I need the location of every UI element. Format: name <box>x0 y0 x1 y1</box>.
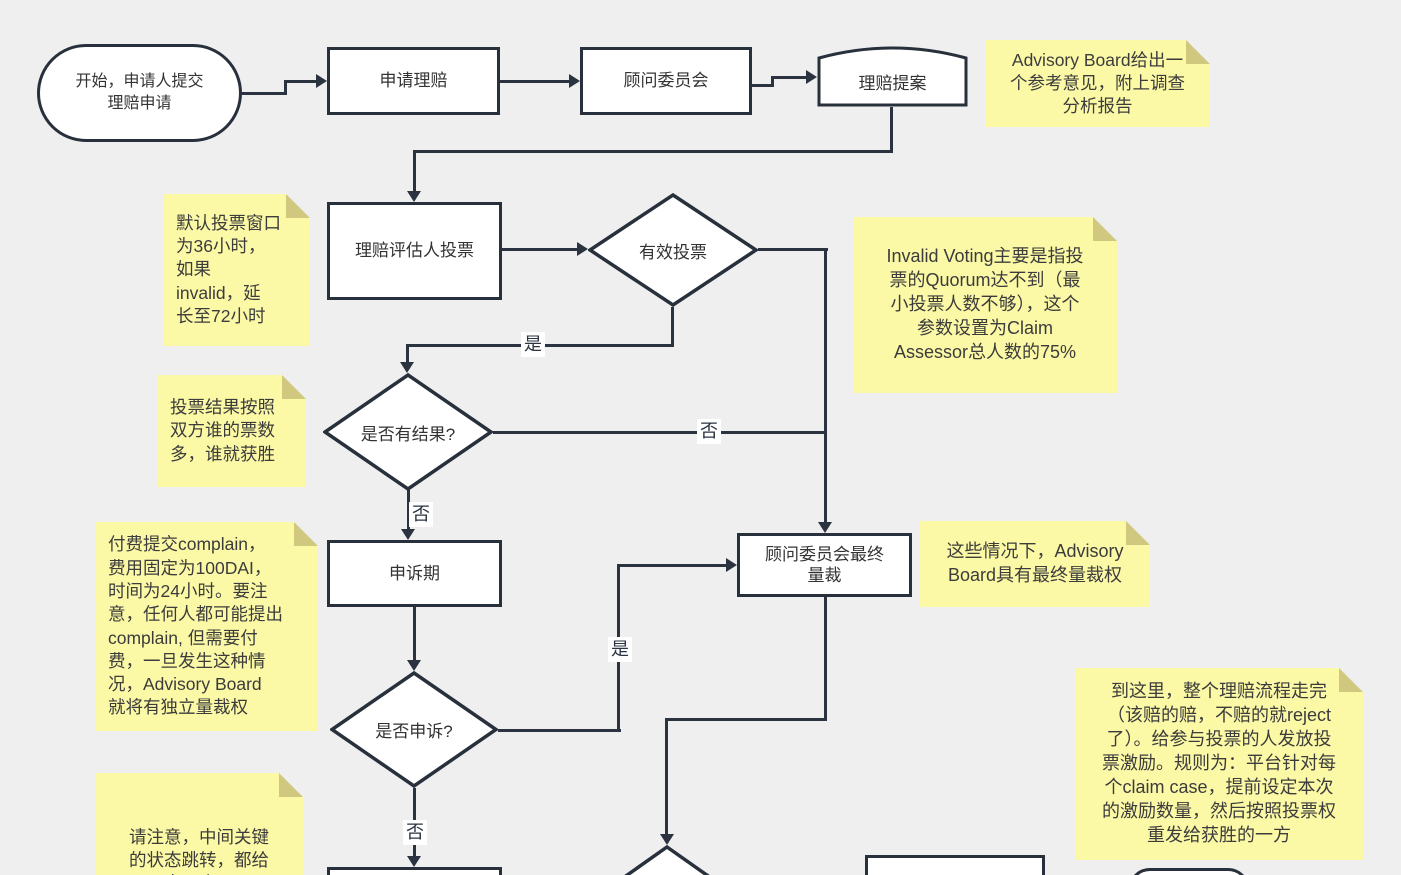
note-text: 到这里，整个理赔流程走完 （该赔的赔，不赔的就reject 了）。给参与投票的人… <box>1102 681 1336 845</box>
sticky-note-state-transition: 请注意，中间关键 的状态跳转，都给 出一个… <box>95 773 303 875</box>
connector-segment <box>771 76 774 87</box>
arrowhead-right <box>806 70 817 84</box>
arrowhead-down <box>818 522 832 533</box>
connector-segment <box>406 344 409 365</box>
note-text: 投票结果按照 双方谁的票数 多，谁就获胜 <box>170 397 275 464</box>
connector-segment <box>617 564 728 567</box>
arrowhead-down <box>400 362 414 373</box>
edge-label-yes: 是 <box>608 637 632 662</box>
arrowhead-down <box>407 660 421 671</box>
connector-segment <box>824 597 827 721</box>
arrowhead-down <box>401 529 415 540</box>
diamond-shape <box>588 193 758 307</box>
appeal-decision: 是否申诉? <box>330 671 498 788</box>
connector-segment <box>824 248 827 525</box>
connector-segment <box>890 107 893 153</box>
sticky-note-advisory-opinion: Advisory Board给出一 个参考意见，附上调查 分析报告 <box>985 40 1210 127</box>
note-text: 默认投票窗口 为36小时， 如果 invalid，延 长至72小时 <box>176 212 281 326</box>
connector-segment <box>284 80 317 83</box>
arrowhead-down <box>407 191 421 202</box>
arrowhead-right <box>577 242 588 256</box>
valid-vote-label: 有效投票 <box>639 242 707 262</box>
claim-proposal-label: 理赔提案 <box>858 73 927 93</box>
arrowhead-right <box>569 74 580 88</box>
connector-segment <box>413 607 416 663</box>
edge-label-no: 否 <box>697 419 721 444</box>
edge-label-yes: 是 <box>521 332 545 357</box>
connector-segment <box>498 729 621 732</box>
advisory-board-node: 顾问委员会 <box>580 47 752 115</box>
assessor-vote-node: 理赔评估人投票 <box>327 202 502 300</box>
claim-proposal-node: 理赔提案 <box>817 43 968 107</box>
connector-segment <box>752 84 774 87</box>
arrowhead-down <box>660 834 674 845</box>
bottom-partial-box-right <box>865 855 1045 875</box>
connector-segment <box>758 248 828 251</box>
arrowhead-right <box>316 74 327 88</box>
valid-vote-decision: 有效投票 <box>588 193 758 307</box>
diamond-shape <box>323 373 493 491</box>
curved-top-shape <box>817 46 968 107</box>
sticky-note-voting-window: 默认投票窗口 为36小时， 如果 invalid，延 长至72小时 <box>164 194 310 346</box>
connector-segment <box>493 431 827 434</box>
diamond-shape <box>330 671 498 788</box>
connector-segment <box>665 718 668 837</box>
connector-segment <box>671 307 674 347</box>
sticky-note-invalid-voting: Invalid Voting主要是指投 票的Quorum达不到（最 小投票人数不… <box>853 217 1117 393</box>
connector-segment <box>502 248 580 251</box>
has-result-decision: 是否有结果? <box>323 373 493 491</box>
connector-segment <box>407 490 410 532</box>
bottom-partial-end-node <box>1128 868 1250 875</box>
has-result-label: 是否有结果? <box>360 424 456 444</box>
diamond-shape <box>624 845 710 875</box>
connector-segment <box>665 718 827 721</box>
connector-segment <box>413 150 416 194</box>
sticky-note-process-complete: 到这里，整个理赔流程走完 （该赔的赔，不赔的就reject 了）。给参与投票的人… <box>1075 668 1363 860</box>
edge-label-no: 否 <box>403 820 427 845</box>
sticky-note-final-power: 这些情况下，Advisory Board具有最终量裁权 <box>920 521 1150 607</box>
connector-segment <box>242 92 287 95</box>
connector-segment <box>771 76 807 79</box>
sticky-note-voting-result: 投票结果按照 双方谁的票数 多，谁就获胜 <box>158 375 306 487</box>
bottom-partial-box-left <box>327 867 502 875</box>
start-node: 开始，申请人提交 理赔申请 <box>37 44 242 142</box>
arrowhead-down <box>407 856 421 867</box>
arrowhead-right <box>726 558 737 572</box>
note-text: Invalid Voting主要是指投 票的Quorum达不到（最 小投票人数不… <box>886 246 1084 362</box>
appeal-period-node: 申诉期 <box>327 540 502 607</box>
note-text: 付费提交complain， 费用固定为100DAI， 时间为24小时。要注 意，… <box>108 534 283 718</box>
note-text: 这些情况下，Advisory Board具有最终量裁权 <box>946 541 1124 585</box>
apply-claim-node: 申请理赔 <box>327 47 500 115</box>
sticky-note-complain: 付费提交complain， 费用固定为100DAI， 时间为24小时。要注 意，… <box>96 522 318 731</box>
appeal-decision-label: 是否申诉? <box>375 722 453 741</box>
note-text: Advisory Board给出一 个参考意见，附上调查 分析报告 <box>1010 49 1185 117</box>
connector-segment <box>284 80 287 95</box>
connector-segment <box>413 150 893 153</box>
edge-label-no: 否 <box>409 502 433 527</box>
final-ruling-node: 顾问委员会最终 量裁 <box>737 533 912 597</box>
note-text: 请注意，中间关键 的状态跳转，都给 出一个… <box>129 826 269 875</box>
bottom-partial-diamond <box>587 845 747 875</box>
connector-segment <box>500 80 570 83</box>
